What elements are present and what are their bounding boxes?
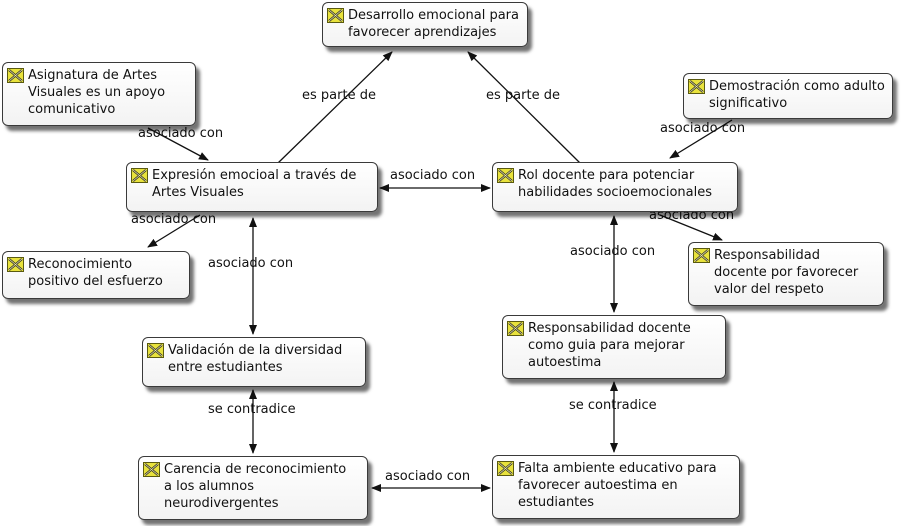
node-desarrollo-emocional[interactable]: Desarrollo emocional para favorecer apre… bbox=[322, 2, 528, 47]
node-label: Expresión emocioal a través de Artes Vis… bbox=[152, 168, 357, 200]
edge-label-expresion-reconocimiento: asociado con bbox=[131, 212, 217, 227]
node-label: Asignatura de Artes Visuales es un apoyo… bbox=[28, 68, 166, 117]
edge-expresion-desarrollo bbox=[277, 51, 393, 164]
code-icon bbox=[7, 68, 24, 83]
node-label: Falta ambiente educativo para favorecer … bbox=[518, 461, 717, 510]
code-icon bbox=[688, 79, 705, 94]
node-falta-ambiente[interactable]: Falta ambiente educativo para favorecer … bbox=[492, 455, 740, 519]
edge-label-carencia-falta: asociado con bbox=[385, 469, 471, 484]
node-expresion-emocional[interactable]: Expresión emocioal a través de Artes Vis… bbox=[126, 162, 378, 212]
edge-label-autoestima-falta: se contradice bbox=[569, 398, 657, 413]
code-icon bbox=[147, 343, 164, 358]
node-carencia-reconocimiento[interactable]: Carencia de reconocimiento a los alumnos… bbox=[138, 456, 368, 520]
edge-label-rol-desarrollo: es parte de bbox=[486, 88, 560, 103]
edge-label-rol-autoestima: asociado con bbox=[570, 244, 656, 259]
node-label: Reconocimiento positivo del esfuerzo bbox=[28, 257, 163, 289]
code-icon bbox=[497, 168, 514, 183]
node-responsabilidad-autoestima[interactable]: Responsabilidad docente como guia para m… bbox=[502, 315, 726, 379]
edge-label-expresion-validacion: asociado con bbox=[208, 256, 294, 271]
edge-label-demostracion-rol: asociado con bbox=[660, 121, 746, 136]
edge-label-validacion-carencia: se contradice bbox=[208, 402, 296, 417]
node-artes-visuales[interactable]: Asignatura de Artes Visuales es un apoyo… bbox=[2, 62, 196, 126]
node-label: Responsabilidad docente como guia para m… bbox=[528, 321, 691, 370]
edge-label-expresion-desarrollo: es parte de bbox=[302, 88, 376, 103]
node-validacion-diversidad[interactable]: Validación de la diversidad entre estudi… bbox=[142, 337, 366, 387]
code-icon bbox=[507, 321, 524, 336]
code-icon bbox=[131, 168, 148, 183]
code-icon bbox=[143, 462, 160, 477]
edge-rol-respeto bbox=[659, 214, 723, 241]
node-reconocimiento-positivo[interactable]: Reconocimiento positivo del esfuerzo bbox=[2, 251, 190, 299]
node-label: Validación de la diversidad entre estudi… bbox=[168, 343, 343, 375]
code-icon bbox=[497, 461, 514, 476]
code-icon bbox=[327, 8, 344, 23]
node-label: Desarrollo emocional para favorecer apre… bbox=[348, 8, 519, 40]
code-icon bbox=[693, 248, 710, 263]
edge-rol-desarrollo bbox=[467, 51, 581, 164]
edge-label-artes-expresion: asociado con bbox=[138, 126, 224, 141]
node-label: Responsabilidad docente por favorecer va… bbox=[714, 248, 859, 297]
code-icon bbox=[7, 257, 24, 272]
node-label: Demostración como adulto significativo bbox=[709, 79, 885, 111]
edge-artes-expresion bbox=[147, 127, 209, 161]
node-label: Rol docente para potenciar habilidades s… bbox=[518, 168, 713, 200]
node-responsabilidad-respeto[interactable]: Responsabilidad docente por favorecer va… bbox=[688, 242, 884, 306]
node-rol-docente[interactable]: Rol docente para potenciar habilidades s… bbox=[492, 162, 738, 212]
edge-expresion-reconocimiento bbox=[147, 214, 201, 248]
node-demostracion-adulto[interactable]: Demostración como adulto significativo bbox=[683, 73, 893, 119]
node-label: Carencia de reconocimiento a los alumnos… bbox=[164, 462, 347, 511]
edge-demostracion-rol bbox=[669, 119, 733, 159]
edge-label-expresion-rol: asociado con bbox=[390, 168, 476, 183]
